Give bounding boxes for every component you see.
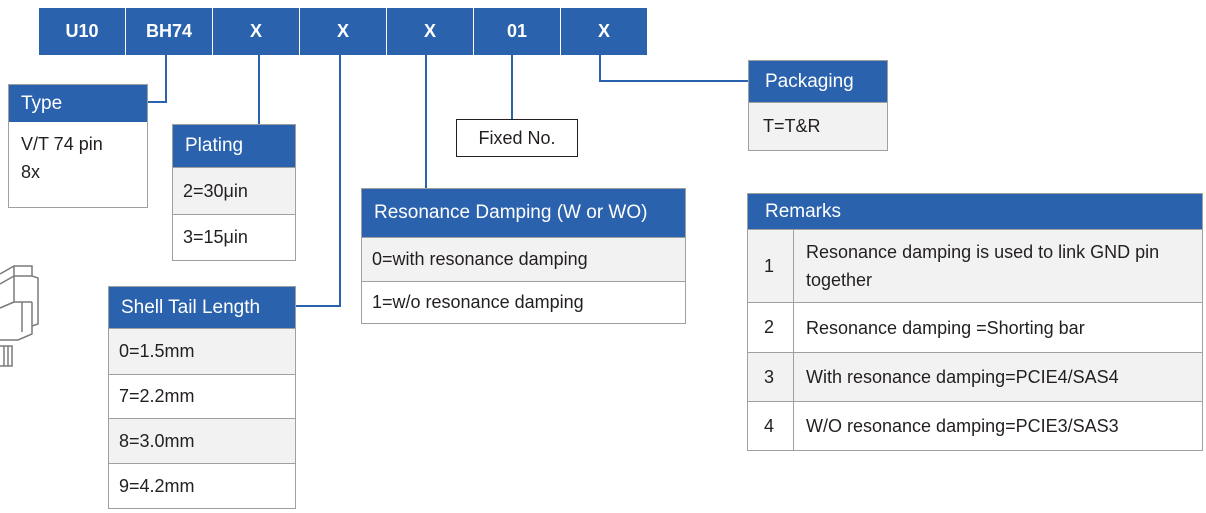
connector-shell-v <box>339 55 341 307</box>
code-segment-type: BH74 <box>126 8 213 55</box>
shell-tail-row: 7=2.2mm <box>109 374 295 418</box>
plating-row: 3=15μin <box>173 214 295 260</box>
plating-box: Plating 2=30μin 3=15μin <box>172 124 296 261</box>
remarks-row: 3 With resonance damping=PCIE4/SAS4 <box>748 352 1202 401</box>
type-body: V/T 74 pin 8x <box>9 122 147 186</box>
packaging-header: Packaging <box>749 61 887 102</box>
type-box: Type V/T 74 pin 8x <box>8 84 148 208</box>
resonance-header: Resonance Damping (W or WO) <box>362 189 685 237</box>
type-row: V/T 74 pin <box>21 134 103 154</box>
packaging-row: T=T&R <box>749 102 887 150</box>
connector-type-h <box>147 101 167 103</box>
shell-tail-row: 0=1.5mm <box>109 328 295 374</box>
resonance-box: Resonance Damping (W or WO) 0=with reson… <box>361 188 686 324</box>
resonance-row: 0=with resonance damping <box>362 237 685 281</box>
plating-row: 2=30μin <box>173 167 295 214</box>
type-header: Type <box>9 85 147 122</box>
connector-type-v <box>165 55 167 103</box>
remarks-row-text: Resonance damping =Shorting bar <box>806 317 1085 338</box>
resonance-row: 1=w/o resonance damping <box>362 281 685 323</box>
remarks-row-text: W/O resonance damping=PCIE3/SAS3 <box>806 416 1119 436</box>
remarks-row-number: 1 <box>748 230 794 302</box>
shell-tail-box: Shell Tail Length 0=1.5mm 7=2.2mm 8=3.0m… <box>108 286 296 509</box>
plating-header: Plating <box>173 125 295 167</box>
connector-illustration <box>0 265 39 367</box>
connector-fixed <box>511 55 513 120</box>
code-segment-plating: X <box>213 8 300 55</box>
connector-plating <box>258 55 260 124</box>
code-segment-packaging: X <box>597 21 610 41</box>
remarks-row: 4 W/O resonance damping=PCIE3/SAS3 <box>748 401 1202 450</box>
code-segment-shell-tail: X <box>300 8 387 55</box>
remarks-row: 2 Resonance damping =Shorting bar <box>748 302 1202 352</box>
remarks-row-text: Resonance damping is used to link GND pi… <box>806 242 1160 290</box>
shell-tail-row: 8=3.0mm <box>109 418 295 463</box>
remarks-row-text: With resonance damping=PCIE4/SAS4 <box>806 367 1119 387</box>
fixed-no-box: Fixed No. <box>456 119 578 157</box>
code-segment-series: U10 <box>39 8 126 55</box>
packaging-box: Packaging T=T&R <box>748 60 888 151</box>
remarks-row: 1 Resonance damping is used to link GND … <box>748 229 1202 302</box>
connector-packaging-h <box>599 80 749 82</box>
remarks-table: Remarks 1 Resonance damping is used to l… <box>747 193 1203 451</box>
type-row: 8x <box>21 162 41 182</box>
shell-tail-header: Shell Tail Length <box>109 287 295 328</box>
code-segment-resonance: X <box>387 8 474 55</box>
remarks-row-number: 3 <box>748 353 794 401</box>
remarks-header: Remarks <box>748 194 1202 229</box>
remarks-row-number: 2 <box>748 303 794 352</box>
connector-resonance <box>425 55 427 188</box>
part-number-bar: U10 BH74 X X X 01 X <box>39 8 647 55</box>
connector-packaging-v <box>599 55 601 82</box>
connector-shell-h <box>296 305 341 307</box>
code-segment-fixed: 01 <box>474 8 561 55</box>
remarks-row-number: 4 <box>748 402 794 450</box>
shell-tail-row: 9=4.2mm <box>109 463 295 508</box>
